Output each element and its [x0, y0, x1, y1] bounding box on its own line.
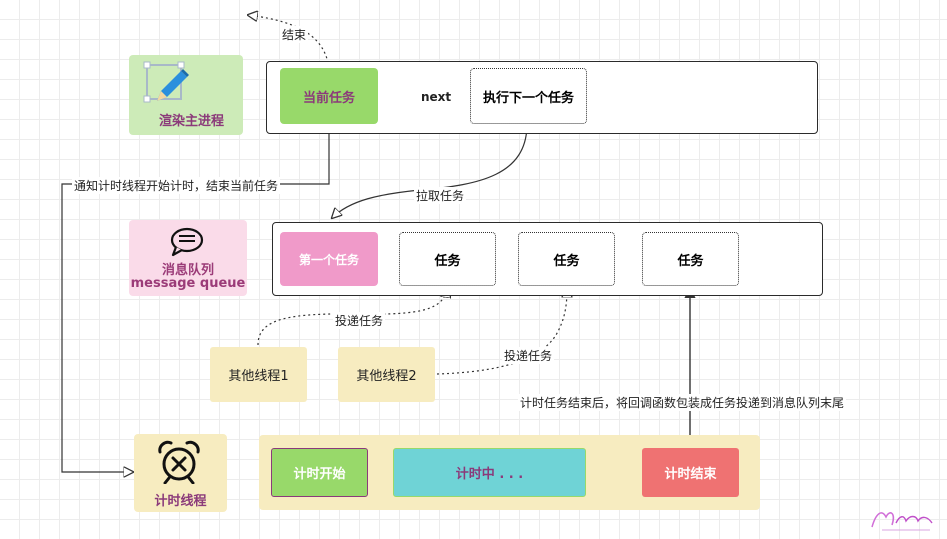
watermark-logo	[866, 503, 940, 533]
timer-during-box[interactable]: 计时中 . . .	[393, 448, 586, 497]
queue-task-label-1: 任务	[434, 253, 461, 269]
callback-label: 计时任务结束后，将回调函数包装成任务投递到消息队列末尾	[518, 394, 847, 411]
timer-lane-title: 计时线程	[154, 494, 207, 509]
notify-label: 通知计时线程开始计时，结束当前任务	[72, 177, 281, 194]
first-task-box[interactable]: 第一个任务	[280, 232, 378, 286]
queue-task-box-2[interactable]: 任务	[518, 232, 615, 286]
queue-task-box-3[interactable]: 任务	[642, 232, 739, 286]
next-task-box[interactable]: 执行下一个任务	[470, 68, 587, 124]
alarm-clock-icon	[156, 440, 202, 485]
next-label: next	[418, 90, 455, 104]
next-task-label: 执行下一个任务	[482, 90, 574, 106]
queue-lane-subtitle: message queue	[130, 276, 246, 291]
first-task-label: 第一个任务	[298, 252, 359, 267]
main-lane-badge: 渲染主进程	[129, 55, 243, 135]
current-task-label: 当前任务	[302, 90, 355, 106]
end-label: 结束	[280, 26, 309, 43]
edit-pencil-icon	[143, 61, 189, 107]
queue-task-label-3: 任务	[677, 253, 704, 269]
end-arrow	[248, 15, 330, 69]
timer-end-label: 计时结束	[664, 467, 717, 482]
timer-end-box[interactable]: 计时结束	[642, 448, 739, 497]
deliver-arrow-2	[436, 288, 567, 375]
other-thread-1-label: 其他线程1	[228, 369, 289, 384]
other-thread-1-box[interactable]: 其他线程1	[210, 347, 307, 402]
queue-task-box-1[interactable]: 任务	[399, 232, 496, 286]
queue-lane-badge: 消息队列 message queue	[129, 220, 247, 296]
queue-lane-title: 消息队列	[161, 263, 214, 278]
main-lane-title: 渲染主进程	[159, 114, 225, 129]
queue-task-label-2: 任务	[553, 253, 580, 269]
other-thread-2-label: 其他线程2	[356, 369, 417, 384]
timer-lane-badge: 计时线程	[134, 434, 227, 512]
other-thread-2-box[interactable]: 其他线程2	[338, 347, 435, 402]
deliver-label-2: 投递任务	[502, 347, 555, 364]
deliver-label-1: 投递任务	[333, 312, 386, 329]
timer-during-label: 计时中 . . .	[455, 467, 524, 482]
pull-task-label: 拉取任务	[414, 187, 467, 204]
notify-arrow	[61, 124, 330, 472]
timer-start-label: 计时开始	[293, 467, 346, 482]
chat-bubble-icon	[169, 226, 205, 258]
timer-start-box[interactable]: 计时开始	[271, 448, 368, 497]
current-task-box[interactable]: 当前任务	[280, 68, 378, 124]
